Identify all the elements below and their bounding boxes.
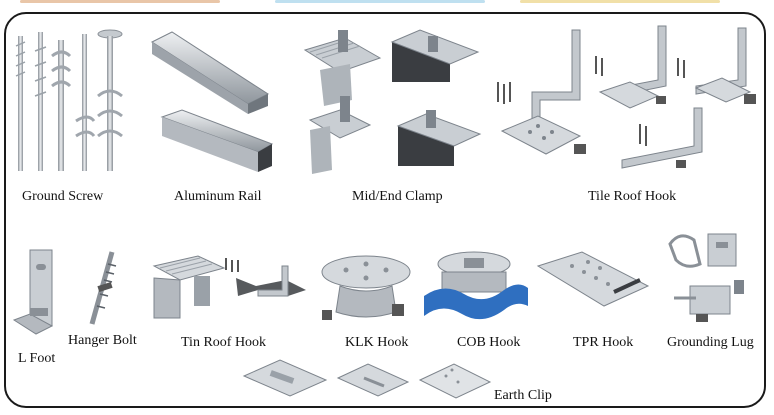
cob-hook-image [424,251,528,320]
klk-hook-label: KLK Hook [345,335,409,350]
earth-clip-label: Earth Clip [494,388,552,403]
l-foot-image [12,249,54,335]
earth-clip-image [242,359,492,399]
tpr-hook-image [536,251,650,307]
grounding-lug-label: Grounding Lug [667,335,754,350]
top-strip-segment [275,0,485,3]
ground-screw-label: Ground Screw [22,189,104,204]
ground-screw-image [15,29,123,171]
top-strip [0,0,774,8]
aluminum-rail-image [150,31,274,172]
l-foot-label: L Foot [18,351,56,366]
tin-roof-hook-image [152,255,332,320]
grounding-lug-image [668,233,744,322]
catalog-frame [4,12,766,408]
mid-end-clamp-label: Mid/End Clamp [352,189,443,204]
tpr-hook-label: TPR Hook [573,335,634,350]
klk-hook-image [321,255,411,318]
tile-roof-hook-label: Tile Roof Hook [588,189,677,204]
aluminum-rail-label: Aluminum Rail [174,189,262,204]
mid-end-clamp-image [303,29,482,174]
top-strip-segment [20,0,220,3]
tile-roof-hook-image [497,25,756,169]
top-strip-segment [520,0,720,3]
cob-hook-label: COB Hook [457,335,521,350]
hanger-bolt-image [89,251,117,325]
tin-roof-hook-label: Tin Roof Hook [181,335,267,350]
hanger-bolt-label: Hanger Bolt [68,333,137,348]
